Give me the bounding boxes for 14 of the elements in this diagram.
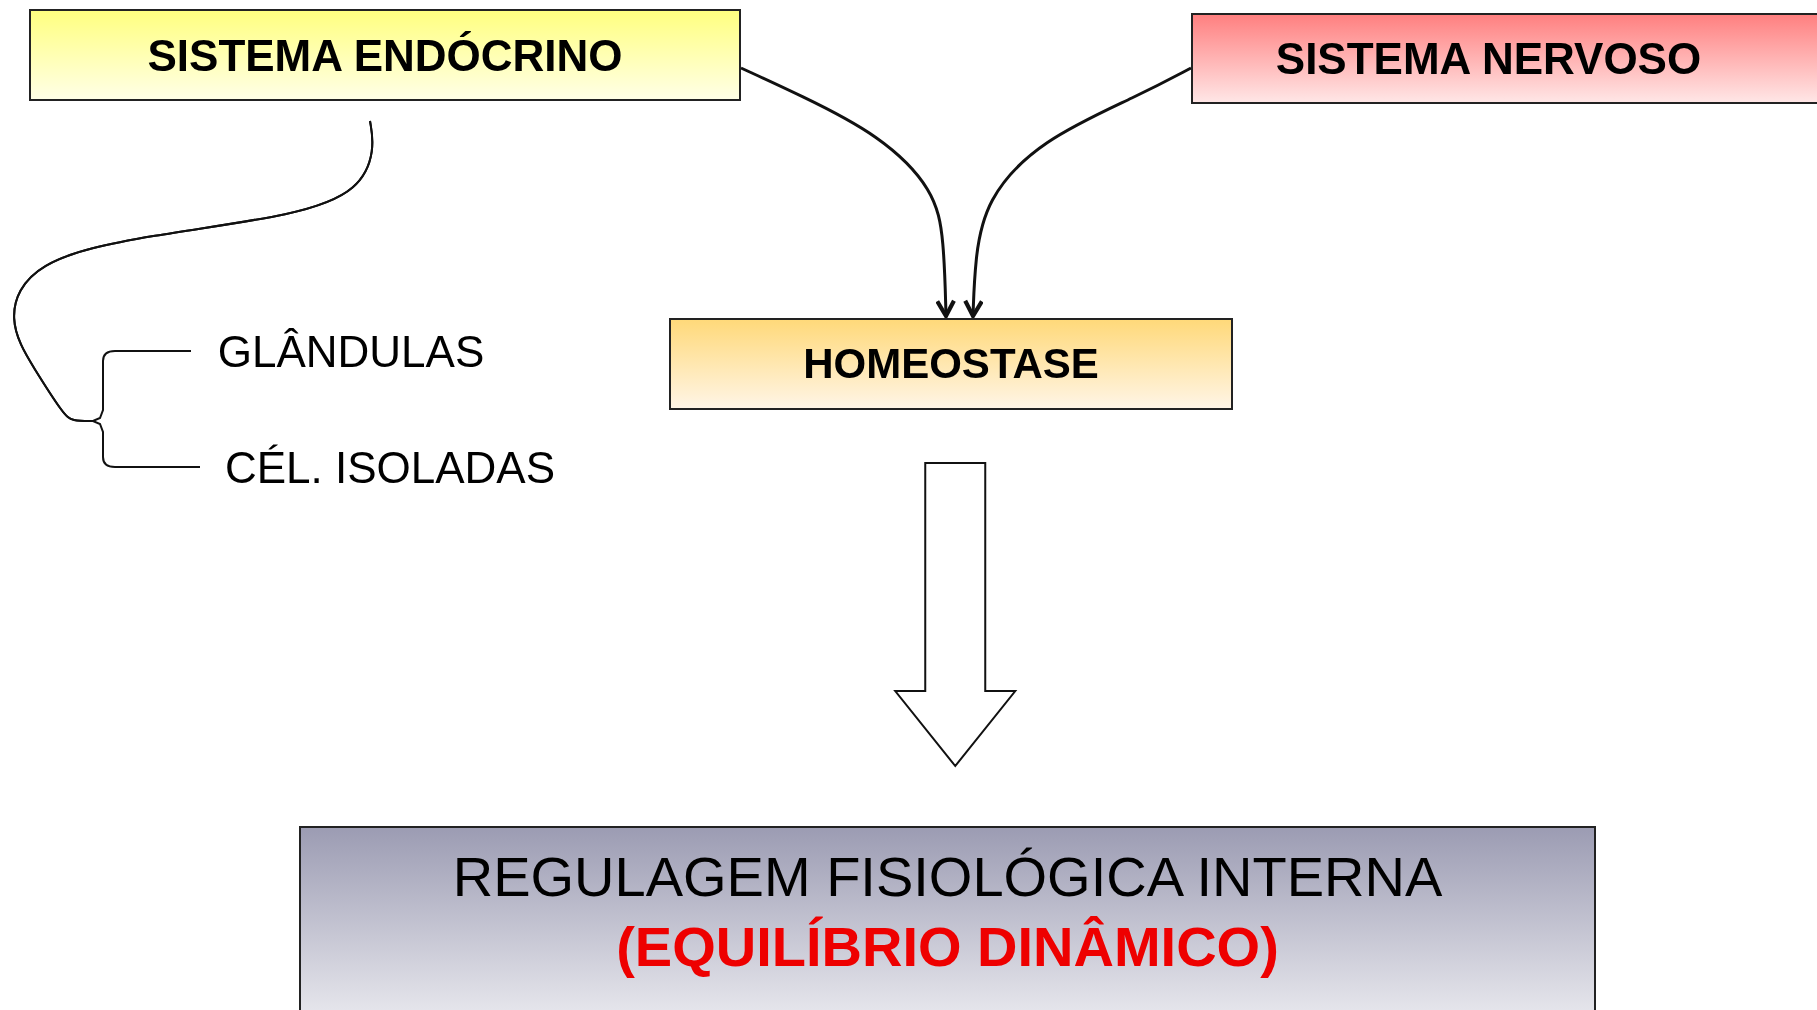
box-label: REGULAGEM FISIOLÓGICA INTERNA [452, 844, 1443, 910]
list-item-text: CÉL. ISOLADAS [224, 441, 556, 494]
arrow [963, 66, 1192, 319]
box-label: HOMEOSTASE [803, 338, 1099, 389]
box-label: SISTEMA NERVOSO [1275, 33, 1702, 85]
block-arrow [893, 462, 1018, 768]
box-label: SISTEMA ENDÓCRINO [147, 29, 623, 82]
arrow [740, 66, 956, 319]
system-box [1191, 13, 1817, 104]
result-box [299, 826, 1596, 1010]
list-item-text: GLÂNDULAS [217, 325, 485, 378]
subtitle-text: (EQUILÍBRIO DINÂMICO) [616, 914, 1279, 980]
homeostasis-box [669, 318, 1233, 410]
system-box [29, 9, 741, 101]
